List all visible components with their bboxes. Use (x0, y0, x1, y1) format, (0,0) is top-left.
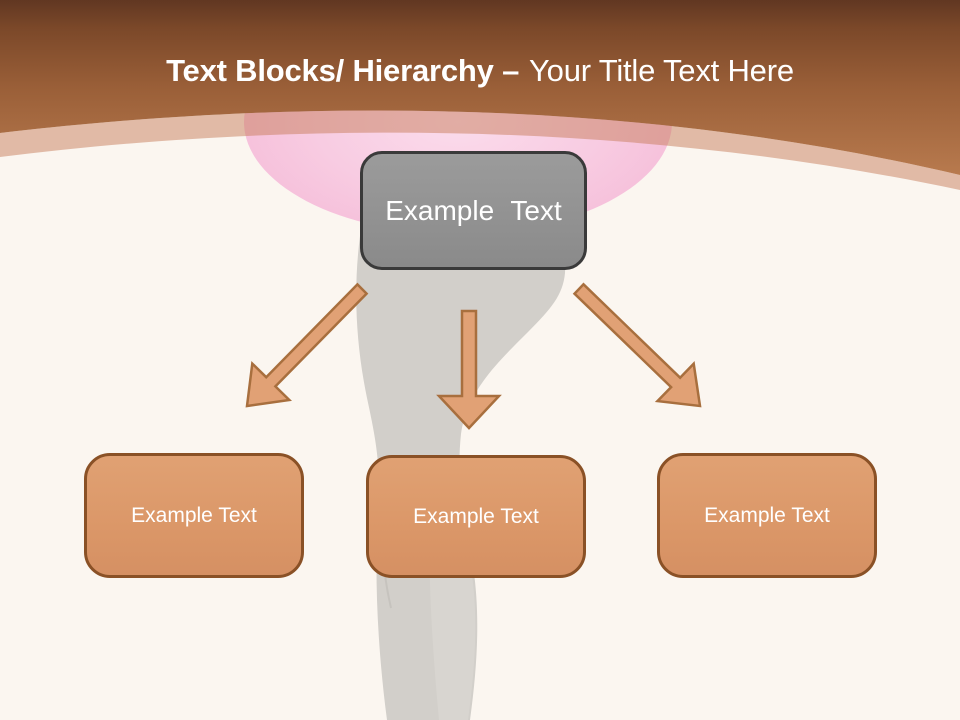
header-banner (0, 0, 960, 175)
root-node-label: Example Text (385, 194, 562, 226)
child-node-1-label: Example Text (131, 503, 257, 527)
child-node-3-label: Example Text (704, 503, 830, 527)
child-node-3[interactable]: Example Text (657, 453, 877, 578)
arrow-down-left-icon[interactable] (245, 282, 369, 408)
child-node-2[interactable]: Example Text (366, 455, 586, 578)
title-regular-text: Your Title Text Here (529, 53, 794, 88)
title-bold-text: Text Blocks/ Hierarchy – (166, 53, 520, 88)
arrow-down-icon[interactable] (436, 309, 502, 430)
root-node[interactable]: Example Text (360, 151, 587, 270)
child-node-1[interactable]: Example Text (84, 453, 304, 578)
leg-silhouette (356, 236, 566, 720)
curve-band (0, 110, 960, 190)
child-node-2-label: Example Text (413, 504, 539, 528)
slide-title[interactable]: Text Blocks/ Hierarchy – Your Title Text … (0, 52, 960, 90)
arrow-down-right-icon[interactable] (572, 282, 702, 408)
